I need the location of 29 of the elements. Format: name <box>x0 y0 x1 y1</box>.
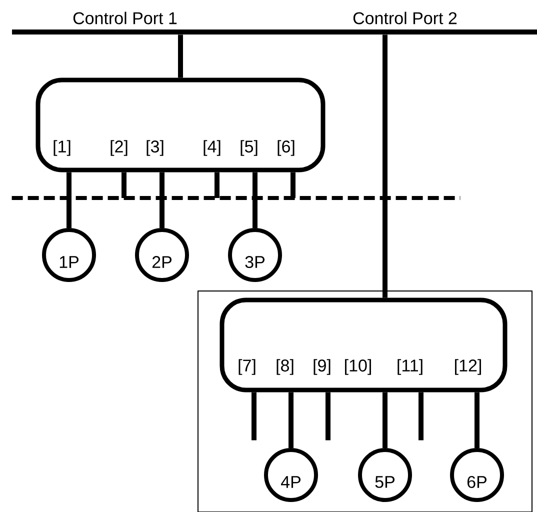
port-label: [11] <box>398 359 422 375</box>
port-title: Control Port 2 <box>353 12 457 24</box>
port-label: [10] <box>345 359 371 375</box>
port-label: [5] <box>240 140 258 156</box>
frame-box <box>198 290 532 512</box>
connector-line <box>66 172 72 228</box>
connector-line <box>122 172 126 198</box>
port-label: [4] <box>204 140 220 156</box>
connector-line <box>252 392 256 440</box>
connector-line <box>326 392 330 440</box>
connector-line <box>290 172 296 198</box>
connector-line <box>214 172 220 198</box>
port-label: [9] <box>314 359 330 375</box>
connector-line <box>382 392 388 448</box>
connector-line <box>252 172 258 228</box>
port-label: [12] <box>455 359 481 375</box>
connector-line <box>382 34 388 298</box>
port-label: [8] <box>276 359 294 375</box>
connector-line <box>288 392 294 448</box>
connector-line <box>418 392 424 440</box>
port-label: [6] <box>278 140 294 156</box>
port-label: [1] <box>54 140 70 156</box>
port-label: [2] <box>110 140 128 156</box>
port-title: Control Port 1 <box>73 12 177 24</box>
port-label: [7] <box>238 359 256 375</box>
port-label: [3] <box>146 140 164 156</box>
connector-line <box>160 172 164 228</box>
connector-line <box>474 392 480 448</box>
connector-line <box>178 34 183 78</box>
